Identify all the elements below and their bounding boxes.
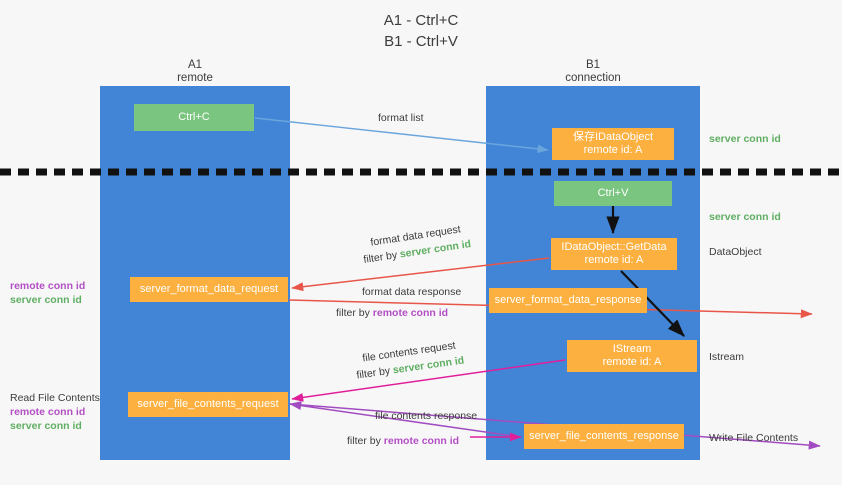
box-ctrl-v-label: Ctrl+V bbox=[597, 186, 629, 199]
annotation-read-file-contents: Read File Contents bbox=[10, 392, 100, 404]
column-header-b1: B1 connection bbox=[513, 59, 673, 85]
title-line-2: B1 - Ctrl+V bbox=[384, 33, 458, 50]
box-getdata-remote-id: remote id: A bbox=[584, 254, 644, 266]
box-server-format-data-response[interactable]: server_format_data_response bbox=[489, 288, 647, 313]
box-server-format-data-request[interactable]: server_format_data_request bbox=[130, 277, 288, 302]
filter-prefix: filter by bbox=[355, 364, 394, 382]
edge-label-format-data-response-filter: filter by remote conn id bbox=[336, 306, 448, 320]
box-save-idataobject-title: 保存IDataObject bbox=[572, 130, 654, 143]
box-idataobject-getdata[interactable]: IDataObject::GetData remote id: A bbox=[551, 238, 677, 270]
filter-value-remote-conn-id: remote conn id bbox=[383, 435, 460, 447]
edge-label-file-contents-response: file contents response bbox=[375, 410, 478, 422]
box-server-file-contents-request-label: server_file_contents_request bbox=[137, 397, 279, 410]
page-title: A1 - Ctrl+C B1 - Ctrl+V bbox=[0, 10, 842, 52]
box-getdata-title: IDataObject::GetData bbox=[561, 240, 667, 253]
filter-prefix: filter by bbox=[362, 248, 401, 266]
box-istream-title: IStream bbox=[612, 342, 652, 355]
annotation-remote-conn-id: remote conn id bbox=[10, 406, 86, 418]
box-server-file-contents-request[interactable]: server_file_contents_request bbox=[128, 392, 288, 417]
annotation-left-conn-ids: remote conn id server conn id bbox=[10, 279, 85, 307]
annotation-server-conn-id-mid: server conn id bbox=[709, 211, 781, 223]
filter-prefix: filter by bbox=[336, 307, 373, 319]
edge-label-file-contents-response-filter: filter by remote conn id bbox=[347, 434, 459, 448]
box-ctrl-c-label: Ctrl+C bbox=[178, 110, 210, 123]
filter-value-remote-conn-id: remote conn id bbox=[372, 307, 449, 319]
box-save-idataobject[interactable]: 保存IDataObject remote id: A bbox=[552, 128, 674, 160]
annotation-istream: Istream bbox=[709, 351, 745, 363]
box-ctrl-c[interactable]: Ctrl+C bbox=[134, 104, 254, 131]
box-ctrl-v[interactable]: Ctrl+V bbox=[554, 181, 672, 206]
box-server-format-data-request-label: server_format_data_request bbox=[139, 282, 279, 295]
annotation-dataobject: DataObject bbox=[709, 246, 762, 258]
edge-label-format-data-response: format data response bbox=[362, 286, 462, 298]
annotation-server-conn-id: server conn id bbox=[10, 420, 82, 432]
column-a1-name: A1 bbox=[187, 59, 203, 71]
column-b1-sub: connection bbox=[565, 72, 621, 84]
annotation-read-file-contents-group: Read File Contents remote conn id server… bbox=[10, 391, 100, 433]
annotation-remote-conn-id: remote conn id bbox=[10, 280, 86, 292]
edge-label-format-list: format list bbox=[378, 112, 424, 124]
filter-prefix: filter by bbox=[347, 435, 384, 447]
annotation-write-file-contents: Write File Contents bbox=[709, 432, 799, 444]
column-a1-sub: remote bbox=[177, 72, 213, 84]
box-server-file-contents-response[interactable]: server_file_contents_response bbox=[524, 424, 684, 449]
box-server-format-data-response-label: server_format_data_response bbox=[494, 293, 642, 306]
box-istream-remote-id: remote id: A bbox=[602, 356, 662, 368]
box-istream[interactable]: IStream remote id: A bbox=[567, 340, 697, 372]
box-server-file-contents-response-label: server_file_contents_response bbox=[529, 429, 679, 442]
annotation-server-conn-id-top: server conn id bbox=[709, 133, 781, 145]
column-header-a1: A1 remote bbox=[115, 59, 275, 85]
column-b1-name: B1 bbox=[585, 59, 601, 71]
box-save-idataobject-remote-id: remote id: A bbox=[583, 144, 643, 156]
annotation-server-conn-id: server conn id bbox=[10, 294, 82, 306]
title-line-1: A1 - Ctrl+C bbox=[383, 12, 459, 29]
